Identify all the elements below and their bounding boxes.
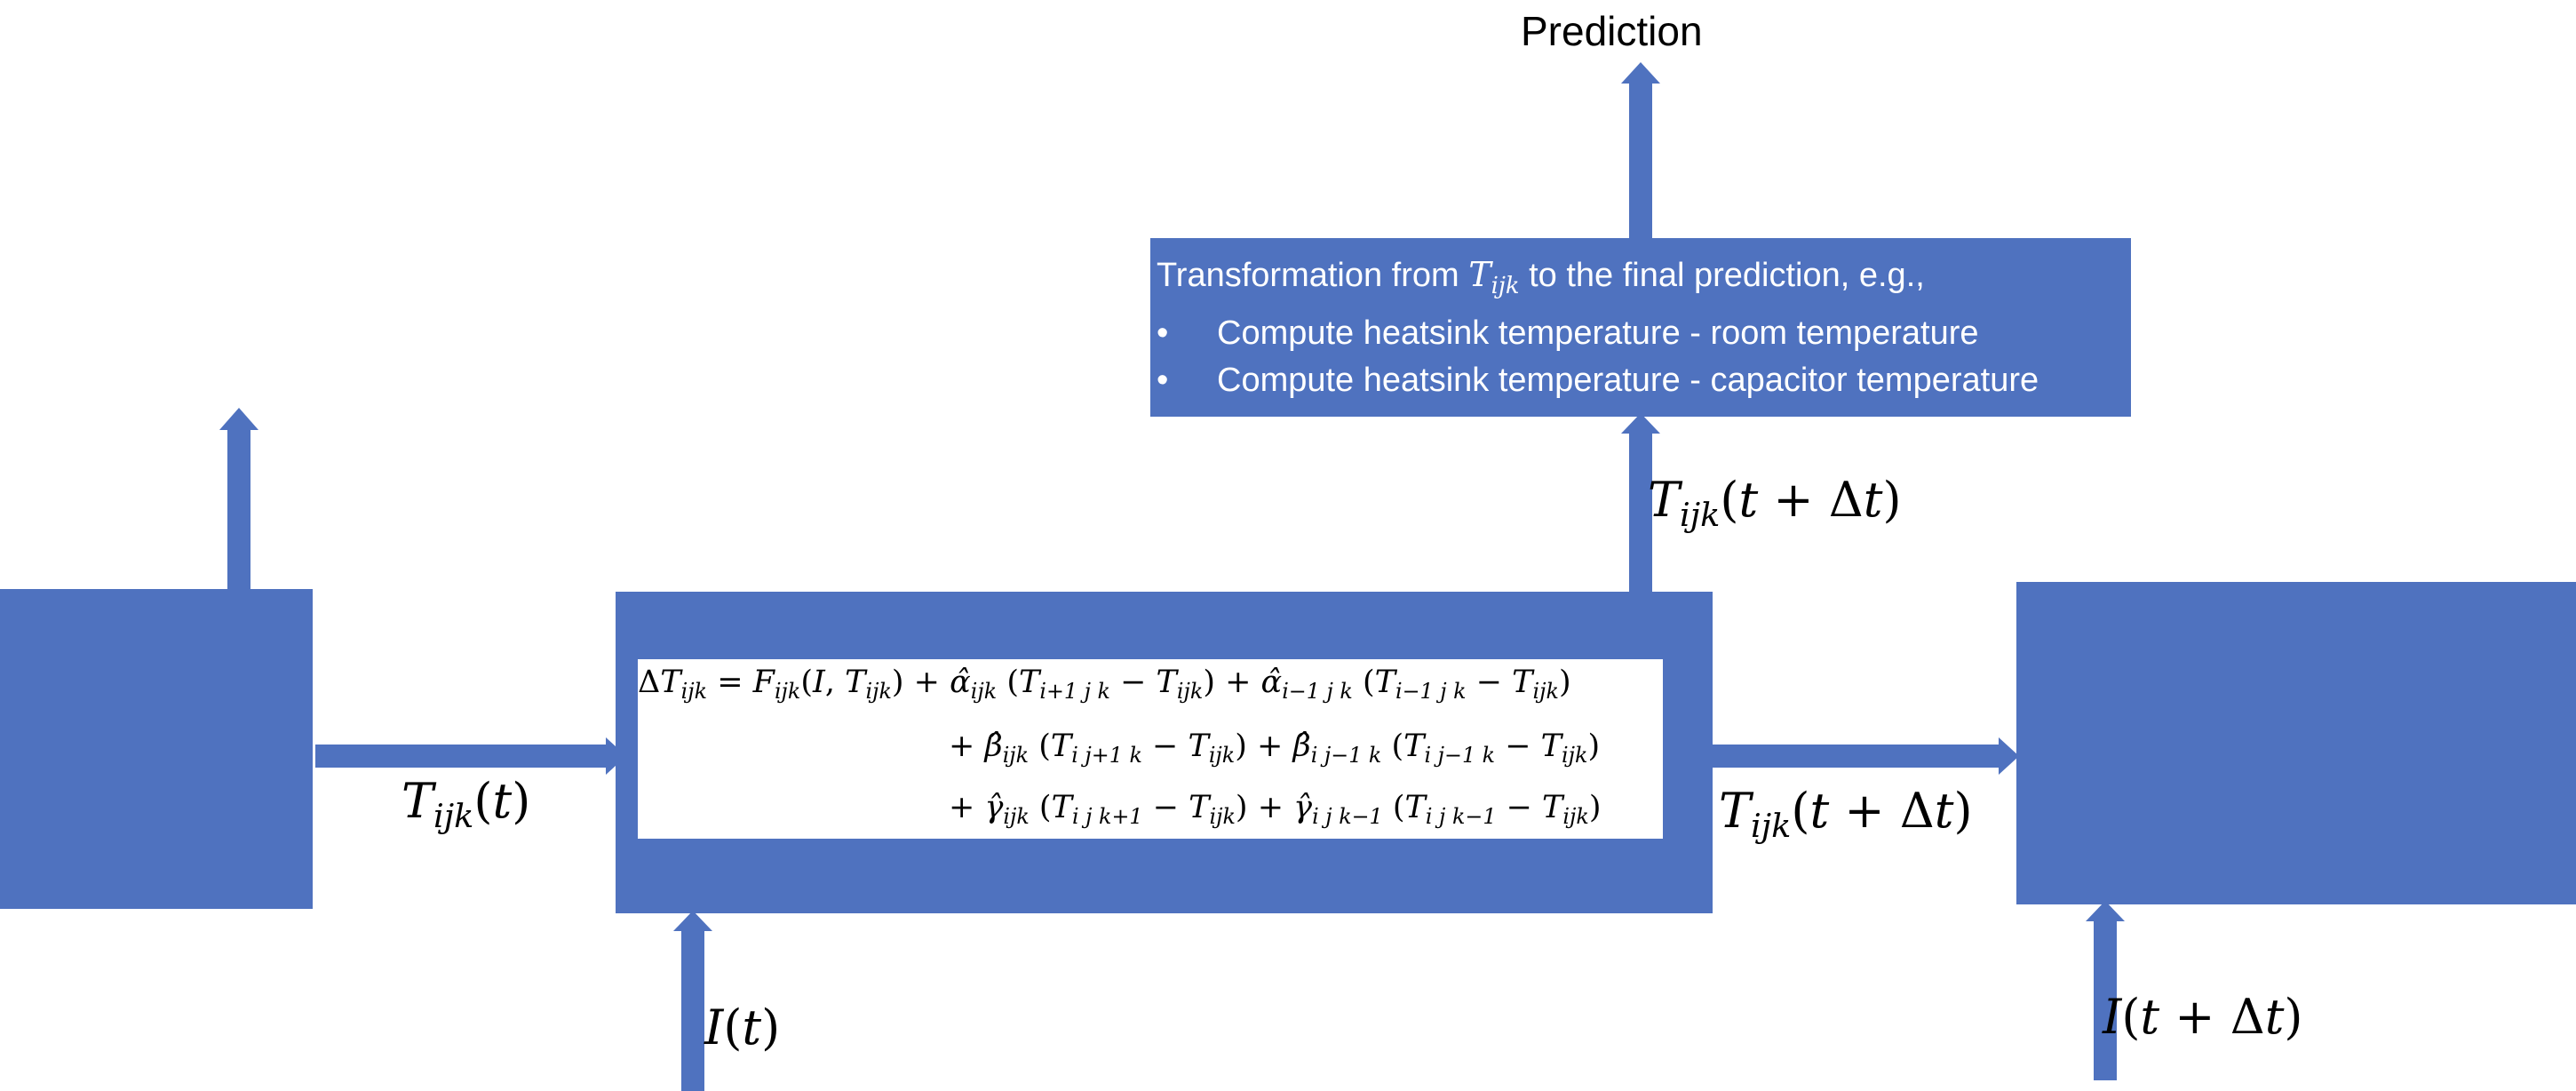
prediction-arrow-shaft	[1629, 82, 1652, 238]
state-up-arrow-head	[1621, 413, 1660, 434]
transformation-intro-before: Transformation from	[1157, 257, 1469, 294]
transformation-bullet-1: • Compute heatsink temperature - room te…	[1157, 310, 2039, 357]
input-arrow-shaft	[315, 745, 608, 768]
bullet-icon: •	[1157, 361, 1169, 399]
state-up-arrow-shaft	[1629, 431, 1652, 592]
previous-step-block	[0, 589, 313, 909]
transformation-intro: Transformation from Tijk to the final pr…	[1157, 251, 2039, 310]
next-input-arrow-head	[2086, 901, 2125, 921]
previous-block-up-arrow-shaft	[227, 428, 250, 589]
previous-block-up-arrow-head	[219, 408, 258, 430]
transformation-box	[1150, 238, 2131, 417]
prediction-arrow-head	[1621, 62, 1660, 84]
equation-line-3: + γ̂ijk (Ti j k+1 − Tijk) + γ̂i j k−1 (T…	[949, 790, 1602, 830]
next-step-block	[2016, 582, 2576, 904]
state-up-label: Tijk(t + Δt)	[1648, 472, 1902, 535]
state-out-label: Tijk(t + Δt)	[1719, 783, 1973, 846]
next-input-arrow-shaft	[2094, 920, 2117, 1080]
current-input-label: I(t)	[704, 999, 781, 1055]
equation-line-1: ΔTijk = Fijk(I, Tijk) + α̂ijk (Ti+1 j k …	[638, 665, 1571, 705]
output-arrow-head	[1999, 737, 2019, 775]
output-arrow-shaft	[1713, 745, 2001, 768]
equation-line-2: + β̂ijk (Ti j+1 k − Tijk) + β̂i j−1 k (T…	[949, 729, 1601, 768]
equation-panel: ΔTijk = Fijk(I, Tijk) + α̂ijk (Ti+1 j k …	[638, 659, 1663, 839]
prediction-label: Prediction	[1521, 8, 1703, 54]
transformation-bullet-text: Compute heatsink temperature - capacitor…	[1217, 361, 2039, 399]
transformation-intro-symbol: Tijk	[1468, 255, 1520, 299]
transformation-bullet-2: • Compute heatsink temperature - capacit…	[1157, 357, 2039, 404]
current-input-arrow-shaft	[681, 929, 704, 1091]
transformation-box-text: Transformation from Tijk to the final pr…	[1157, 251, 2039, 404]
current-input-arrow-head	[673, 911, 712, 931]
transformation-bullet-text: Compute heatsink temperature - room temp…	[1217, 314, 1979, 352]
next-input-label: I(t + Δt)	[2103, 989, 2303, 1045]
bullet-icon: •	[1157, 314, 1169, 352]
transformation-intro-after: to the final prediction, e.g.,	[1519, 257, 1925, 294]
state-in-label: Tijk(t)	[402, 773, 531, 836]
